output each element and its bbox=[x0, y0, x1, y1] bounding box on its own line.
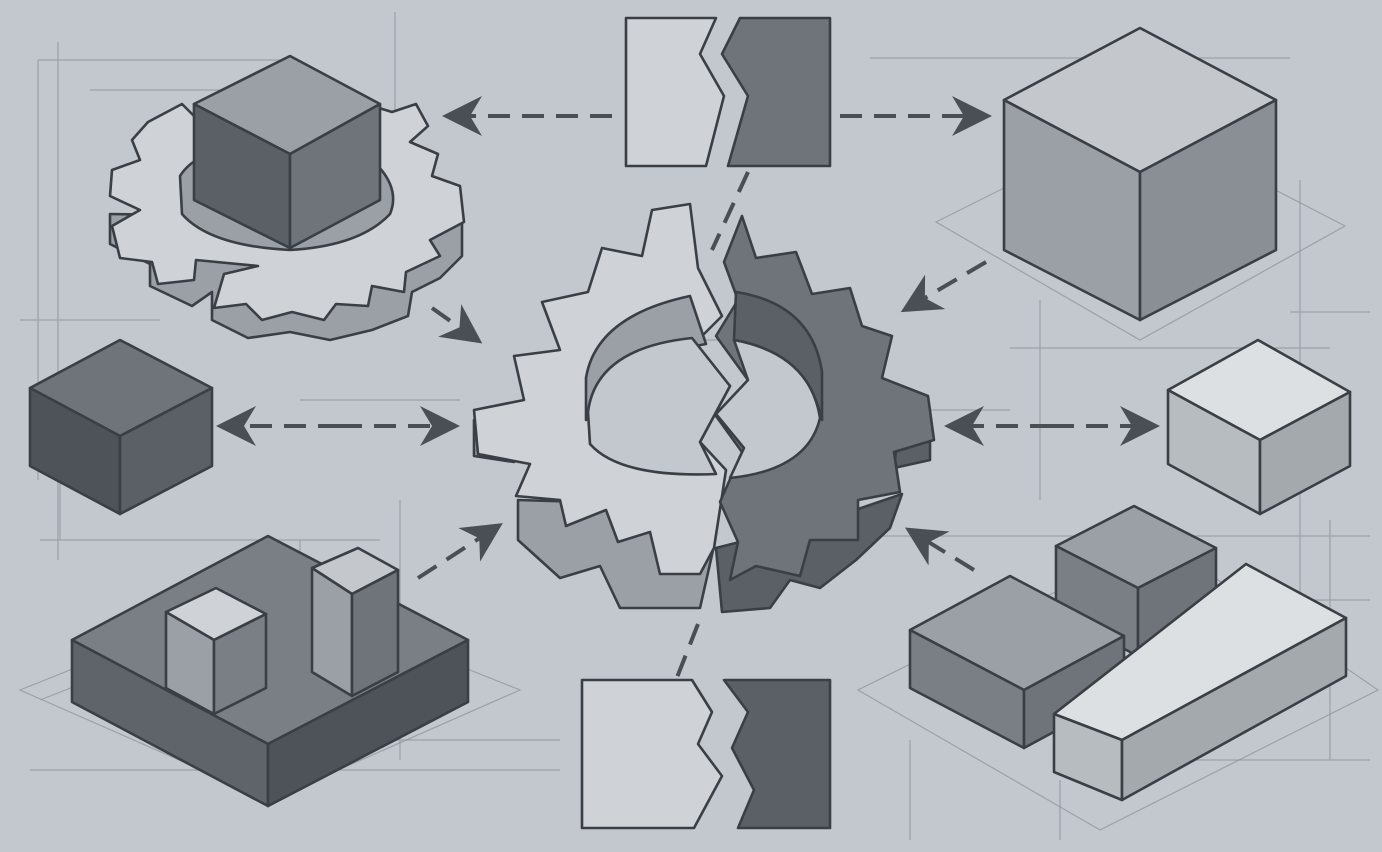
light-box-icon bbox=[1168, 340, 1350, 514]
arrow-center-to-bottom bbox=[676, 624, 698, 680]
broken-gear-icon bbox=[474, 204, 934, 612]
stepped-block-icon bbox=[72, 536, 468, 806]
dark-cube-icon bbox=[30, 340, 212, 514]
arrow-topleft-to-center bbox=[432, 308, 466, 332]
gear-with-cube-icon bbox=[110, 56, 464, 340]
arrow-topright-to-center bbox=[918, 262, 986, 302]
arrow-bottomright-to-center bbox=[922, 538, 974, 570]
broken-block-icon bbox=[626, 18, 830, 166]
stacked-blocks-icon bbox=[910, 506, 1346, 800]
arrow-bottomleft-to-center bbox=[418, 534, 486, 578]
cube-on-grid-icon bbox=[1004, 28, 1276, 320]
broken-block-icon bbox=[582, 680, 830, 828]
